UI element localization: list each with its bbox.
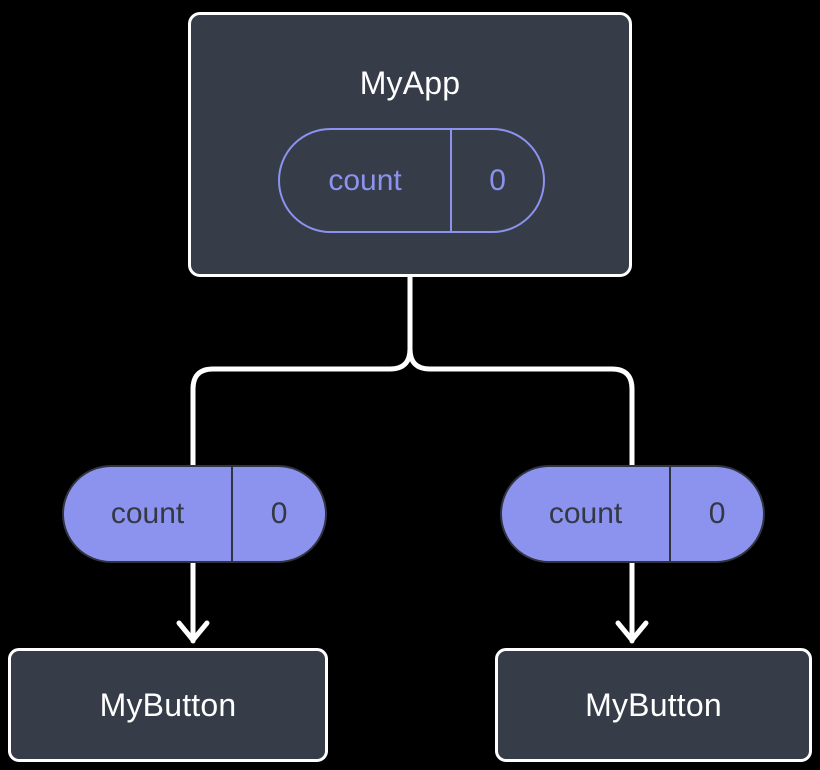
state-value: 0	[231, 467, 325, 561]
state-key: count	[548, 497, 623, 530]
edge-root-to-left-state	[190, 346, 413, 468]
state-key: count	[110, 497, 185, 530]
component-title: MyButton	[99, 687, 237, 723]
state-value: 0	[669, 467, 763, 561]
component-node-mybutton-right[interactable]: MyButton	[495, 648, 812, 762]
arrowhead-right	[615, 620, 649, 643]
component-title: MyApp	[359, 65, 461, 101]
component-node-mybutton-left[interactable]: MyButton	[8, 648, 328, 762]
arrowhead-left	[176, 620, 210, 643]
state-pill-right-count[interactable]: count 0	[500, 465, 765, 563]
state-value: 0	[450, 130, 543, 231]
state-pill-left-count[interactable]: count 0	[62, 465, 327, 563]
state-key: count	[328, 163, 402, 197]
state-pill-myapp-count[interactable]: count 0	[278, 128, 545, 233]
component-title: MyButton	[585, 687, 722, 723]
edge-root-to-right-state	[407, 346, 635, 468]
